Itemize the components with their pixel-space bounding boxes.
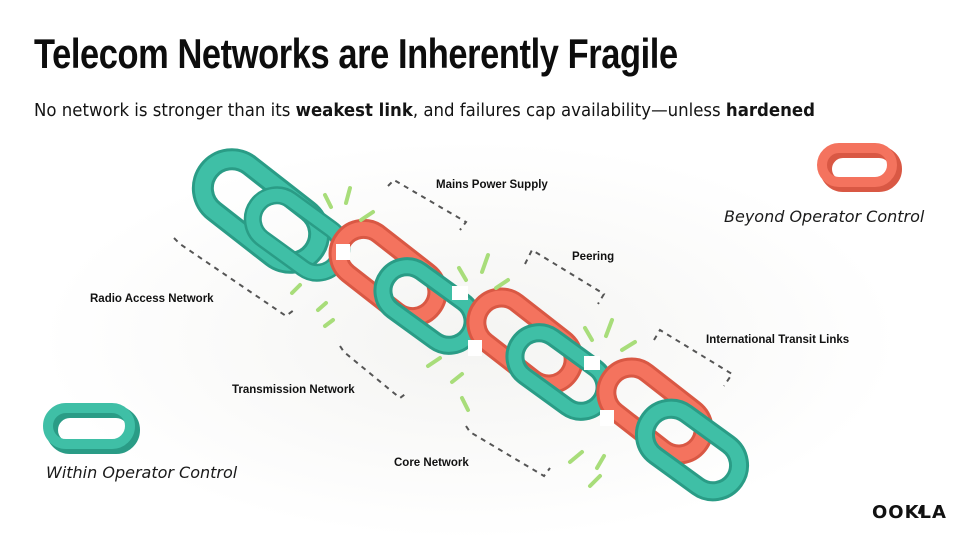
legend-within-operator-control: Within Operator Control [46, 463, 238, 482]
ookla-logo-mark [917, 505, 924, 515]
dashed-brackets [173, 178, 734, 478]
label-transmission-network: Transmission Network [232, 384, 355, 396]
break-marks [290, 186, 637, 488]
label-radio-access-network: Radio Access Network [90, 293, 214, 305]
chain-link-mains-power [328, 218, 448, 328]
chain-link-end [634, 398, 750, 502]
label-core-network: Core Network [394, 457, 469, 469]
legend-beyond-operator-control: Beyond Operator Control [724, 207, 925, 226]
label-international-transit-links: International Transit Links [706, 334, 849, 346]
subtitle-emphasis-weakest-link: weakest link [295, 100, 413, 121]
subtitle-text-1: No network is stronger than its [34, 100, 296, 121]
slide-title: Telecom Networks are Inherently Fragile [34, 30, 678, 77]
subtitle-text-2: , and failures cap availability—unless [412, 100, 726, 121]
ookla-logo: OOKLA [872, 502, 947, 523]
teal-link-icon [43, 403, 140, 454]
slide-subtitle: No network is stronger than its weakest … [34, 100, 815, 121]
subtitle-emphasis-hardened: hardened [725, 100, 816, 121]
chain-link-transmission [373, 257, 483, 355]
label-mains-power-supply: Mains Power Supply [436, 179, 548, 191]
coral-link-icon [817, 143, 902, 192]
label-peering: Peering [572, 251, 614, 263]
